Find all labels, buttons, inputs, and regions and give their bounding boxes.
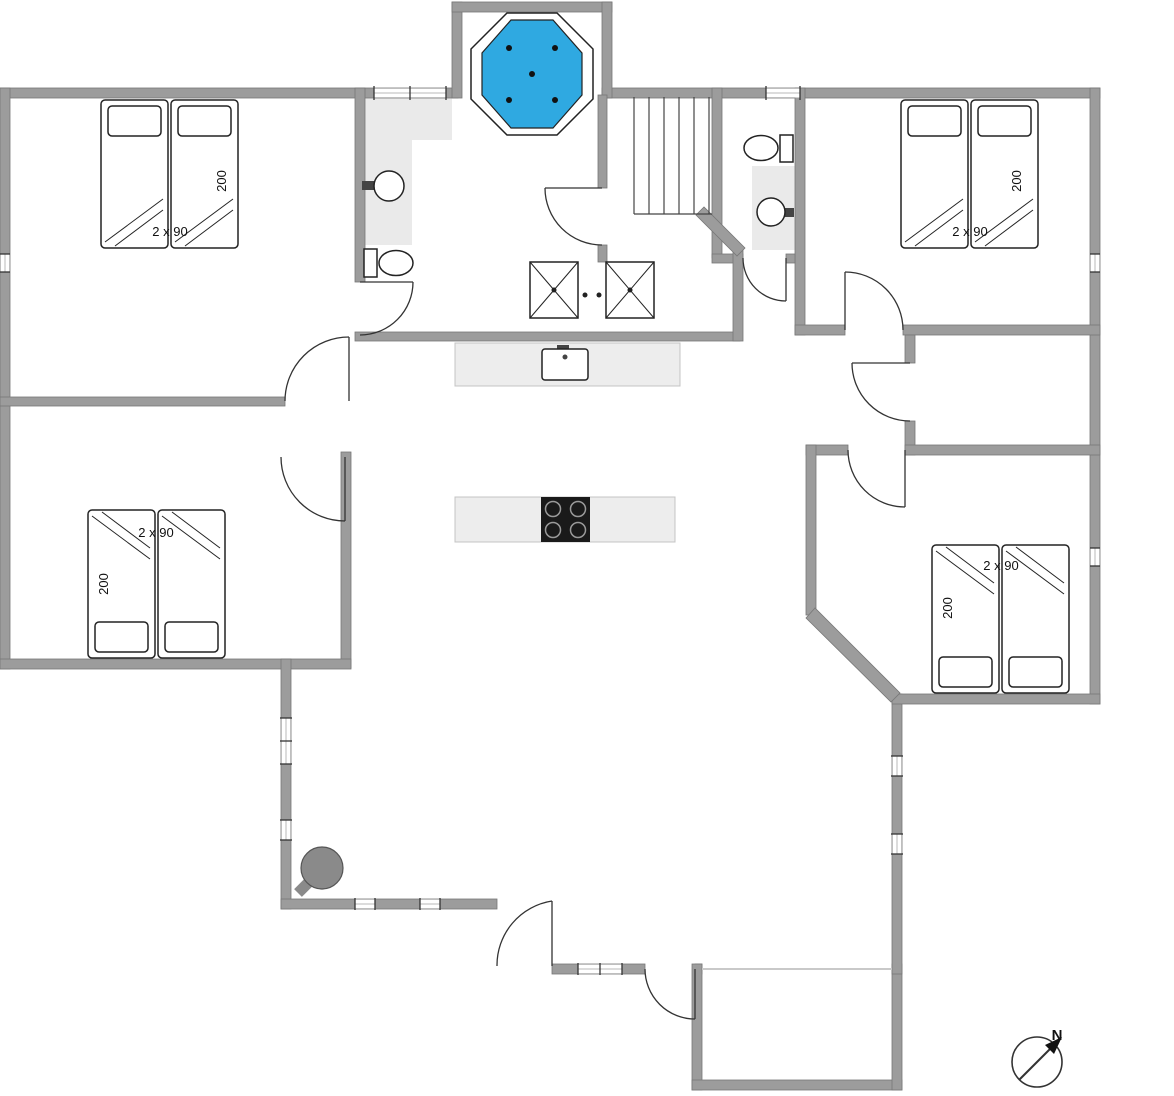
window [765, 86, 801, 100]
shower-cabin-left [529, 261, 579, 319]
door-bedroom-right [847, 449, 906, 508]
door-bathroom-hall [544, 187, 603, 246]
bed-width-label: 2 x 90 [983, 558, 1018, 573]
door-bedroom-top-right [844, 271, 904, 331]
bedroom-top-right: 2 x 90 200 [900, 99, 1039, 249]
doors [280, 187, 911, 1020]
window [280, 819, 292, 841]
bedroom-right: 2 x 90 200 [931, 544, 1070, 694]
bed-width-label: 2 x 90 [952, 224, 987, 239]
north-arrow-icon [1045, 1037, 1062, 1054]
bathroom-floor-tint [364, 98, 795, 250]
window [1090, 547, 1100, 567]
bed-length-label: 200 [940, 597, 955, 619]
window [280, 717, 292, 765]
chamfer-wall [805, 607, 901, 703]
door-entrance [644, 968, 696, 1020]
door-terrace [496, 900, 553, 967]
window [577, 963, 623, 975]
shower-fittings [582, 292, 602, 298]
window [891, 755, 903, 777]
wc-washbasin [756, 197, 794, 227]
window [891, 833, 903, 855]
bathroom-toilet [363, 248, 414, 278]
hot-tub [470, 12, 594, 136]
window [373, 86, 447, 100]
bedroom-mid-left: 2 x 90 200 [87, 509, 226, 659]
window [1090, 253, 1100, 273]
door-wc [742, 257, 787, 302]
window [354, 898, 376, 910]
bathroom-washbasin [362, 170, 405, 202]
kitchen-sink [541, 345, 589, 381]
door-storeroom [851, 362, 911, 422]
bedroom-top-left: 2 x 90 200 [100, 99, 239, 249]
window [419, 898, 441, 910]
door-bedroom-top-left [284, 336, 350, 402]
bathroom-floor [364, 98, 452, 245]
compass-rose: N [1011, 1027, 1063, 1088]
bed-length-label: 200 [1009, 170, 1024, 192]
bed-length-label: 200 [96, 573, 111, 595]
window [0, 253, 10, 273]
bed-width-label: 2 x 90 [152, 224, 187, 239]
walls [0, 1, 1101, 1091]
bed-length-label: 200 [214, 170, 229, 192]
bed-width-label: 2 x 90 [138, 525, 173, 540]
stair-diagonal-wall [695, 206, 746, 257]
shower-cabin-right [605, 261, 655, 319]
wood-stove [294, 846, 344, 897]
staircase [633, 97, 712, 215]
door-bedroom-mid-left [280, 456, 346, 522]
door-bathroom [359, 281, 414, 336]
north-label: N [1052, 1027, 1063, 1044]
windows [0, 86, 1100, 975]
wc-toilet [743, 134, 794, 163]
cooktop [541, 497, 590, 542]
